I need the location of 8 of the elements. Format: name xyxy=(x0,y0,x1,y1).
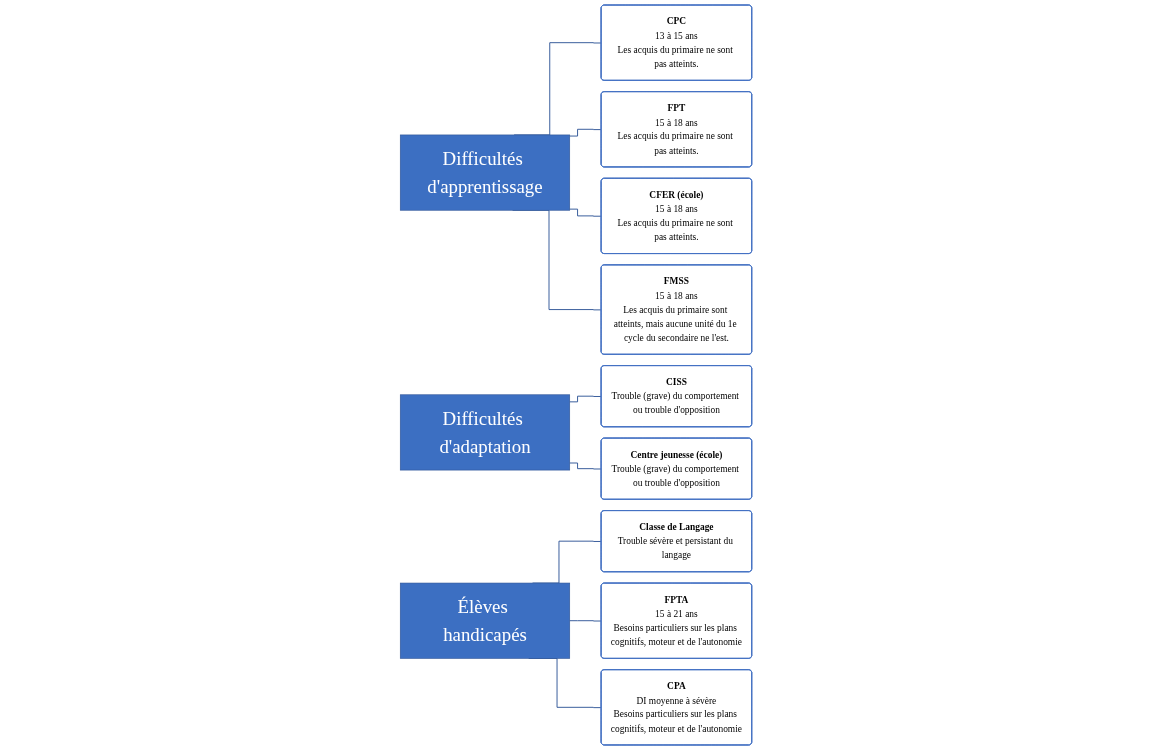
node-box: Difficultés d'apprentissage xyxy=(399,134,571,211)
connector xyxy=(569,462,602,470)
connector xyxy=(569,208,602,217)
node-box: Difficultés d'adaptation xyxy=(399,394,571,471)
connector xyxy=(569,620,602,622)
connector xyxy=(569,395,602,403)
connector xyxy=(569,128,602,137)
node-box: Élèves handicapés xyxy=(399,582,571,659)
